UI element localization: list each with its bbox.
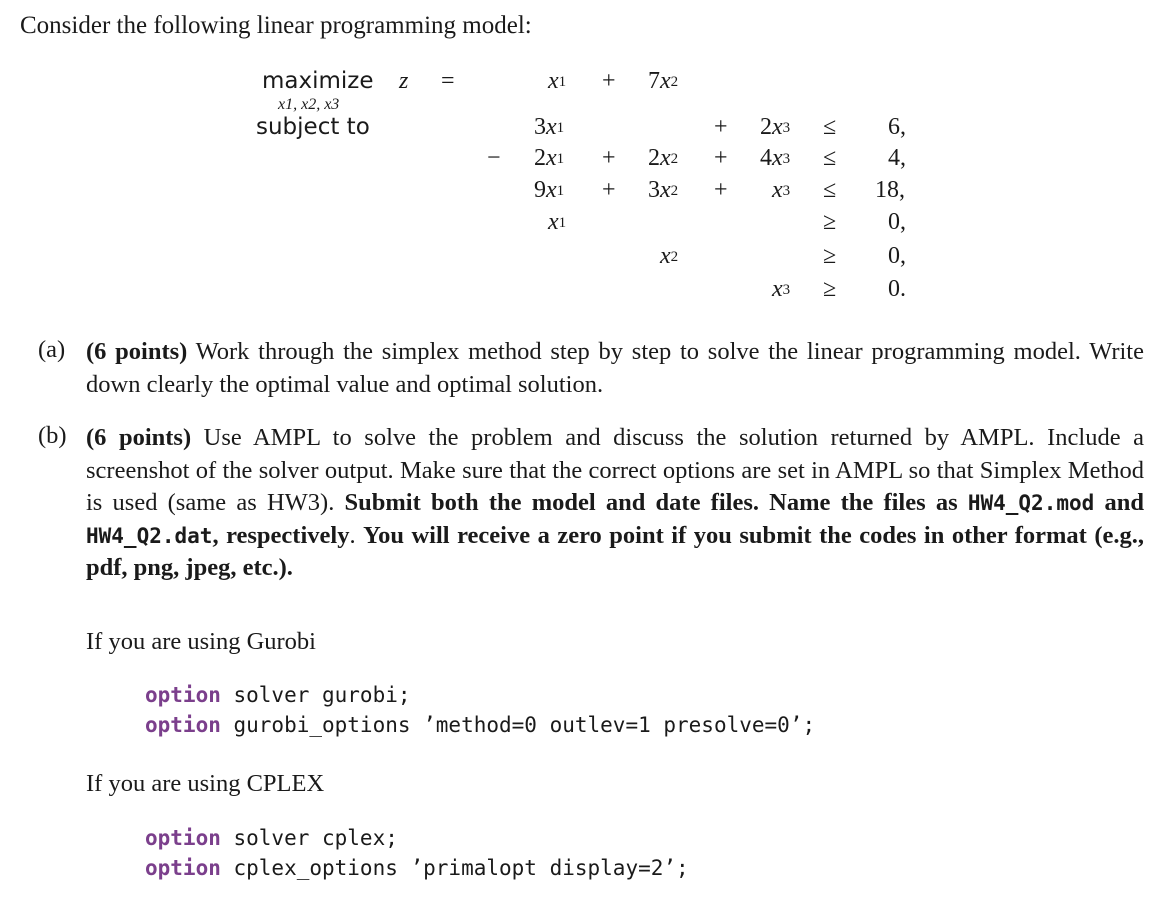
gurobi-code-block: option solver gurobi; option gurobi_optio… — [145, 680, 815, 740]
part-b-bold-3: , respectively — [212, 521, 350, 549]
constraint-4-rhs: 0, — [888, 209, 906, 235]
subject-to-keyword: subject to — [256, 114, 370, 140]
cplex-code-line-1: option solver cplex; — [145, 826, 398, 850]
decision-variables: x1, x2, x3 — [278, 96, 340, 113]
constraint-3-op1: + — [602, 177, 616, 203]
part-b-label: (b) — [38, 422, 67, 449]
constraint-6-rhs: 0. — [888, 276, 906, 302]
constraint-1-rhs: 6, — [888, 114, 906, 140]
gurobi-code-line-1: option solver gurobi; — [145, 683, 411, 707]
constraint-1-op2: + — [714, 114, 728, 140]
part-b-body-2: . — [349, 521, 364, 549]
constraint-2-op2: + — [714, 145, 728, 171]
intro-text: Consider the following linear programmin… — [20, 12, 532, 39]
constraint-3-rel: ≤ — [823, 177, 837, 203]
part-a-text: (6 points) Work through the simplex meth… — [86, 336, 1144, 401]
part-b-bold-2: and — [1094, 489, 1144, 516]
constraint-6-rel: ≥ — [823, 276, 837, 302]
constraint-3-rhs: 18, — [875, 177, 905, 203]
maximize-keyword: maximize — [262, 68, 374, 94]
part-b-warning: You will receive a zero point if you sub… — [86, 521, 1144, 582]
constraint-5-rhs: 0, — [888, 243, 906, 269]
data-filename: HW4_Q2.dat — [86, 523, 213, 548]
cplex-heading: If you are using CPLEX — [86, 770, 325, 797]
part-a-points: (6 points) — [86, 338, 188, 365]
cplex-code-line-2: option cplex_options ’primalopt display=… — [145, 856, 689, 880]
part-b-bold-1: Submit both the model and date files. Na… — [344, 489, 968, 516]
constraint-3-op2: + — [714, 177, 728, 203]
gurobi-code-line-2: option gurobi_options ’method=0 outlev=1… — [145, 713, 816, 737]
model-filename: HW4_Q2.mod — [967, 491, 1095, 515]
constraint-4-rel: ≥ — [823, 209, 837, 235]
part-b-text: (6 points) Use AMPL to solve the problem… — [86, 422, 1144, 585]
objective-equals: = — [441, 68, 455, 94]
constraint-5-rel: ≥ — [823, 243, 837, 269]
constraint-1-rel: ≤ — [823, 114, 837, 140]
part-b-points: (6 points) — [86, 424, 192, 451]
cplex-code-block: option solver cplex; option cplex_options… — [145, 823, 689, 883]
constraint-2-rhs: 4, — [888, 145, 906, 171]
part-b-body-1: Use AMPL to solve the problem and discus… — [86, 424, 1144, 516]
objective-op-1: + — [602, 68, 616, 94]
part-a-label: (a) — [38, 336, 66, 363]
objective-variable: z — [399, 68, 409, 94]
constraint-2-lead: − — [487, 145, 501, 171]
gurobi-heading: If you are using Gurobi — [86, 628, 316, 655]
part-a-body: Work through the simplex method step by … — [86, 338, 1144, 398]
constraint-2-rel: ≤ — [823, 145, 837, 171]
constraint-2-op1: + — [602, 145, 616, 171]
